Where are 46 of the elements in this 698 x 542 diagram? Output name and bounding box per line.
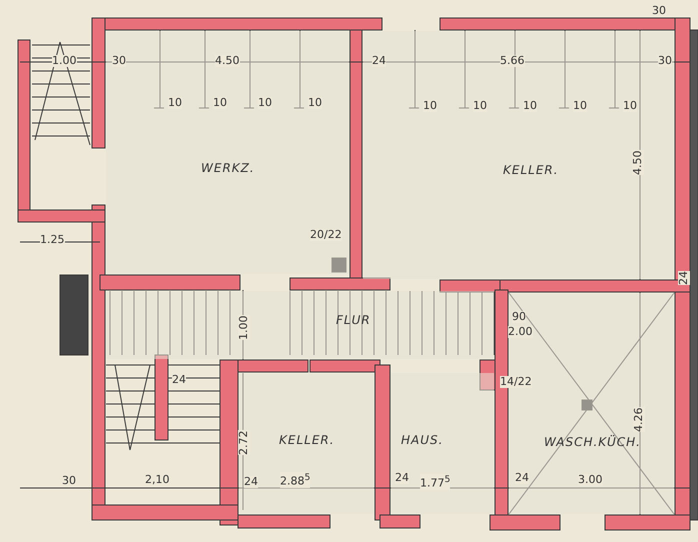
dimension-label: 4.50	[632, 150, 644, 175]
dimension-label: 10	[308, 97, 322, 109]
dimension-label: 30	[652, 5, 666, 17]
dimension-label: 1.00	[52, 55, 76, 67]
room-area	[106, 291, 494, 359]
dimension-label: 30	[658, 55, 672, 67]
room-label: KELLER.	[279, 433, 335, 447]
dimension-label: 24	[678, 271, 690, 285]
room-label: FLUR	[336, 313, 371, 327]
room-label: WERKZ.	[201, 161, 255, 175]
dimension-label: 24	[515, 472, 529, 484]
dimension-label: 2.72	[238, 430, 250, 455]
dimension-label: 5.66	[500, 55, 524, 67]
room-area	[106, 31, 349, 274]
dimension-label: 10	[168, 97, 182, 109]
room-label: KELLER.	[503, 163, 559, 177]
dimension-label: 24	[395, 472, 409, 484]
dimension-label: 1.77$^{5}$	[420, 474, 450, 490]
dimension-label: 10	[573, 100, 587, 112]
dimension-label: 24	[372, 55, 386, 67]
dimension-label: 4.50	[215, 55, 240, 67]
dimension-label: 2.00	[508, 326, 532, 338]
dimension-label: 24	[172, 374, 186, 386]
dimension-label: 90	[512, 311, 526, 323]
dimension-label: 2.88$^{5}$	[280, 472, 310, 488]
dimension-label: 10	[258, 97, 272, 109]
room-area	[363, 31, 674, 279]
dimension-label: 10	[213, 97, 227, 109]
room-area	[239, 373, 374, 514]
dimension-label: 30	[62, 475, 76, 487]
dimension-label: 10	[473, 100, 487, 112]
dimension-label: 10	[523, 100, 537, 112]
dimension-label: 20/22	[310, 229, 342, 241]
dimension-label: 4.26	[633, 408, 645, 432]
room-area	[391, 373, 494, 514]
dimension-label: 14/22	[500, 376, 532, 388]
dimension-label: 1.25	[40, 234, 64, 246]
dimension-label: 2,10	[145, 474, 170, 486]
room-label: HAUS.	[401, 433, 444, 447]
dimension-label: 1.00	[238, 316, 250, 340]
room-label: WASCH.KÜCH.	[544, 435, 641, 449]
dimension-label: 10	[623, 100, 637, 112]
dimension-label: 3.00	[578, 474, 602, 486]
dimension-label: 10	[423, 100, 437, 112]
dimension-label: 24	[244, 476, 258, 488]
dimension-label: 30	[112, 55, 126, 67]
